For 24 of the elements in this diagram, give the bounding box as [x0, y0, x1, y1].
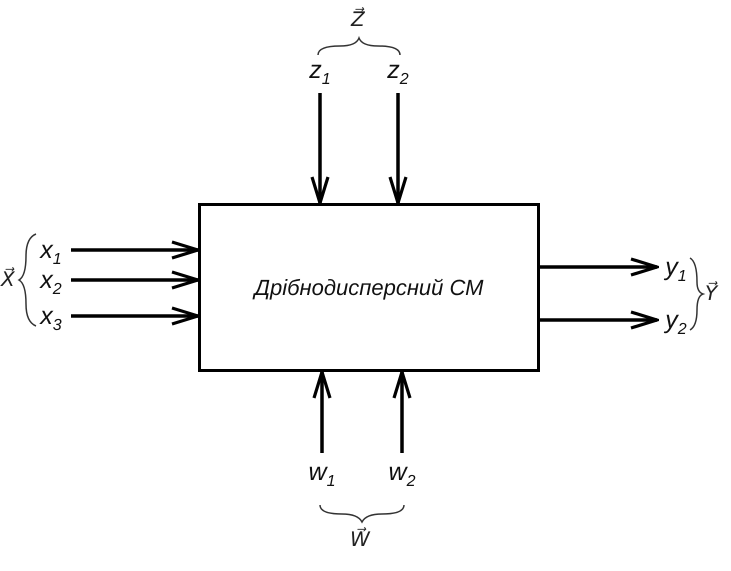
- arrow: [310, 93, 330, 205]
- vector-label: Z⃗: [351, 6, 365, 33]
- variable-label: x$_{1}$: [36, 236, 66, 264]
- variable-label: z$_{2}$: [384, 56, 412, 88]
- process-box: [198, 203, 540, 372]
- variable-label: x$_{3}$: [36, 302, 66, 330]
- variable-label: y$_{1}$: [662, 253, 690, 281]
- variable-label: x$_{2}$: [36, 266, 66, 294]
- arrow: [71, 240, 200, 260]
- variable-label: y$_{2}$: [662, 306, 690, 334]
- vector-label: Y⃗: [705, 280, 718, 307]
- arrow: [388, 93, 408, 205]
- vector-label: X⃗: [1, 266, 15, 293]
- arrow: [392, 370, 412, 453]
- variable-label: w$_{1}$: [308, 458, 336, 490]
- arrow: [540, 257, 659, 277]
- vector-label: W⃗: [350, 526, 370, 553]
- box-title: Дрібнодисперсний СМ: [254, 274, 484, 300]
- arrow: [71, 270, 200, 290]
- arrow: [540, 310, 659, 330]
- variable-label: z$_{1}$: [306, 56, 334, 88]
- variable-label: w$_{2}$: [388, 458, 416, 490]
- arrow: [71, 306, 200, 326]
- arrow: [312, 370, 332, 453]
